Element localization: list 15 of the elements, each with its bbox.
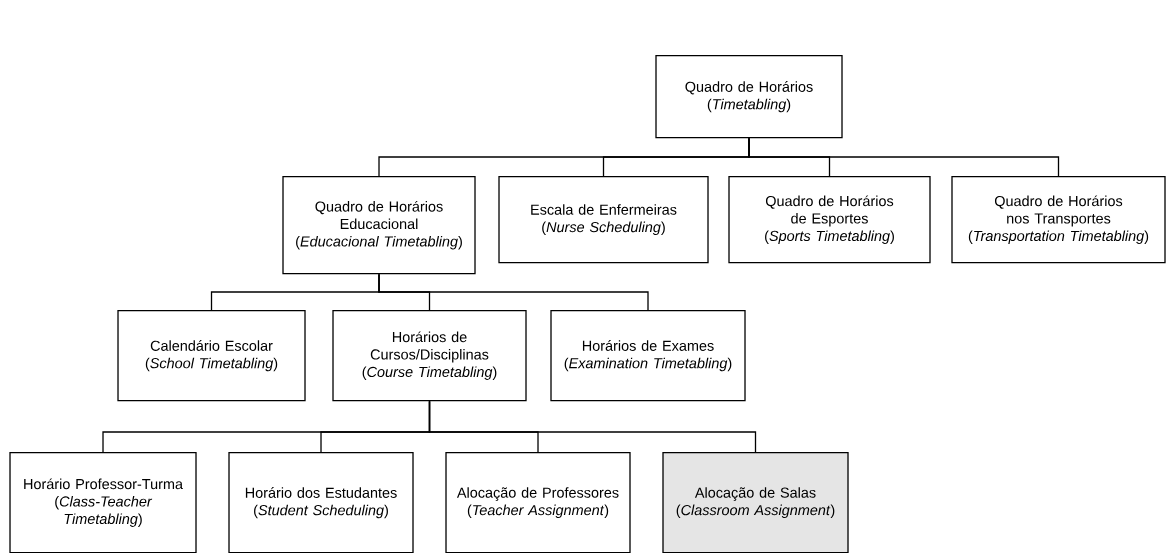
connector-line: [428, 400, 757, 453]
category-box: Horário dos Estudantes (Student Scheduling): [228, 452, 414, 553]
category-box: Quadro de Horários (Timetabling): [655, 55, 843, 139]
category-box: Calendário Escolar (School Timetabling): [117, 310, 306, 402]
category-box: Escala de Enfermeiras (Nurse Scheduling): [498, 176, 709, 264]
category-box: Horário Professor-Turma (Class-Teacher Timetabling): [9, 452, 197, 553]
category-box: Horários de Exames (Examination Timetabling): [550, 310, 746, 402]
category-box: Quadro de Horários nos Transportes (Transportation Timetabling): [951, 176, 1166, 264]
category-box: Alocação de Professores (Teacher Assignment): [445, 452, 631, 553]
category-box: Alocação de Salas (Classroom Assignment): [662, 452, 849, 553]
category-box: Quadro de Horários Educacional (Educacional Timetabling): [282, 176, 476, 275]
category-box: Horários de Cursos/Disciplinas (Course Timetabling): [332, 310, 527, 402]
connector-line: [748, 137, 1060, 177]
connector-line: [378, 273, 649, 311]
category-box: Quadro de Horários de Esportes (Sports Timetabling): [728, 176, 931, 264]
